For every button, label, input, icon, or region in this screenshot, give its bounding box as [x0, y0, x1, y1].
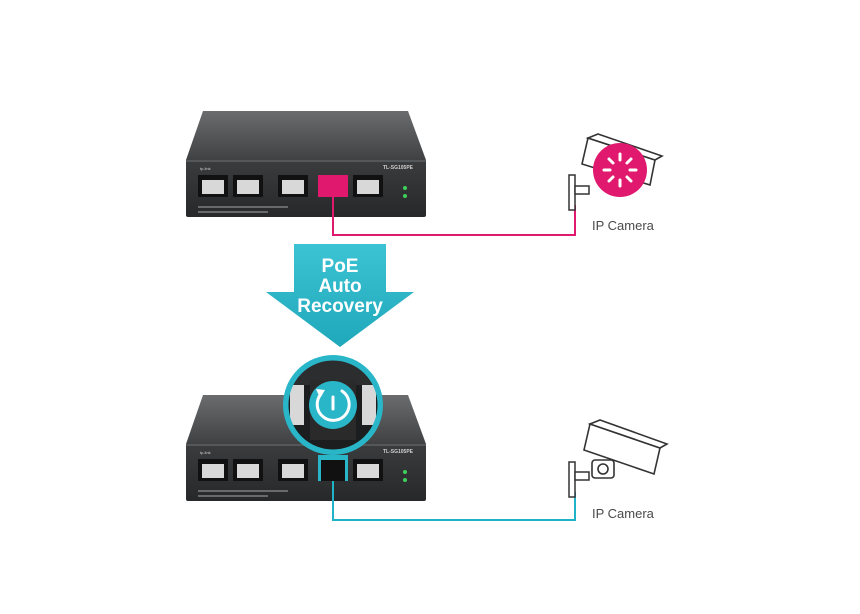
top-switch-model: TL-SG105PE — [383, 165, 414, 171]
poe-auto-recovery-arrow: PoE Auto Recovery — [266, 244, 414, 347]
arrow-line-2: Auto — [318, 276, 361, 297]
bottom-switch-ports — [198, 459, 383, 481]
top-switch-ports — [198, 175, 383, 197]
top-camera-icon — [568, 133, 664, 211]
port-zoom-lens — [283, 355, 383, 481]
top-camera-label: IP Camera — [592, 218, 654, 233]
bottom-teal-cable — [332, 481, 576, 521]
top-switch: tp-link TL-SG105PE — [186, 111, 426, 217]
top-switch-brand: tp-link — [200, 166, 211, 171]
top-pink-cable — [332, 197, 576, 236]
arrow-line-1: PoE — [322, 256, 359, 277]
bottom-switch-brand: tp-link — [200, 450, 211, 455]
bottom-camera-label: IP Camera — [592, 506, 654, 521]
bottom-switch-model: TL-SG105PE — [383, 449, 414, 455]
top-active-port — [318, 175, 348, 197]
arrow-line-3: Recovery — [297, 296, 383, 317]
recovery-icon — [309, 381, 357, 429]
bottom-camera-icon — [568, 419, 669, 498]
loading-spinner-icon — [602, 152, 638, 188]
